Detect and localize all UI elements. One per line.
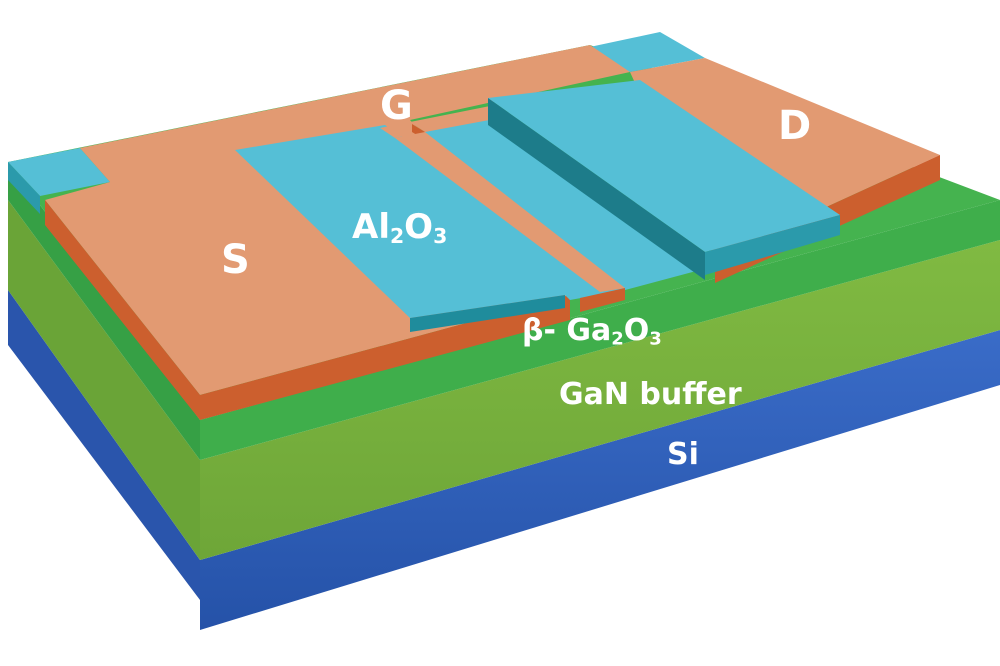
gate-label: G bbox=[380, 83, 413, 129]
dielectric-label-mid: O bbox=[404, 207, 434, 247]
dielectric-front bbox=[410, 295, 565, 332]
si-front-face bbox=[200, 330, 1000, 630]
gate-finger-front bbox=[580, 288, 625, 312]
oxide-back-left bbox=[8, 148, 110, 196]
channel-label-mid: O bbox=[623, 313, 650, 348]
channel-label-sub1: 2 bbox=[611, 328, 624, 350]
source-label: S bbox=[221, 237, 250, 283]
dielectric-label-sub1: 2 bbox=[389, 224, 405, 249]
si-side-face bbox=[8, 290, 200, 600]
dielectric-label: Al2O3 bbox=[352, 207, 447, 247]
raised-oxide-front bbox=[705, 215, 840, 275]
ga2o3-front-face bbox=[200, 200, 1000, 460]
gan-side-face bbox=[8, 200, 200, 560]
substrate-label: Si bbox=[667, 437, 699, 472]
channel-label: β- Ga2O3 bbox=[522, 313, 662, 349]
channel-label-sub2: 3 bbox=[649, 328, 662, 350]
gate-pad-top bbox=[410, 106, 500, 132]
gate-finger-top bbox=[395, 132, 625, 292]
drain-label: D bbox=[778, 103, 812, 149]
raised-oxide-top bbox=[488, 80, 840, 252]
source-contact-front bbox=[200, 295, 570, 420]
source-contact-side bbox=[45, 200, 200, 420]
buffer-label: GaN buffer bbox=[559, 377, 742, 412]
oxide-back-left-side bbox=[8, 162, 40, 214]
raised-oxide-side bbox=[488, 98, 705, 280]
dielectric-top bbox=[235, 125, 625, 318]
dielectric-channel-top bbox=[420, 118, 720, 290]
dielectric-label-sub2: 3 bbox=[433, 224, 448, 249]
dielectric-label-main: Al bbox=[352, 207, 390, 247]
channel-label-main: β- Ga bbox=[522, 313, 612, 348]
gan-front-face bbox=[200, 240, 1000, 560]
